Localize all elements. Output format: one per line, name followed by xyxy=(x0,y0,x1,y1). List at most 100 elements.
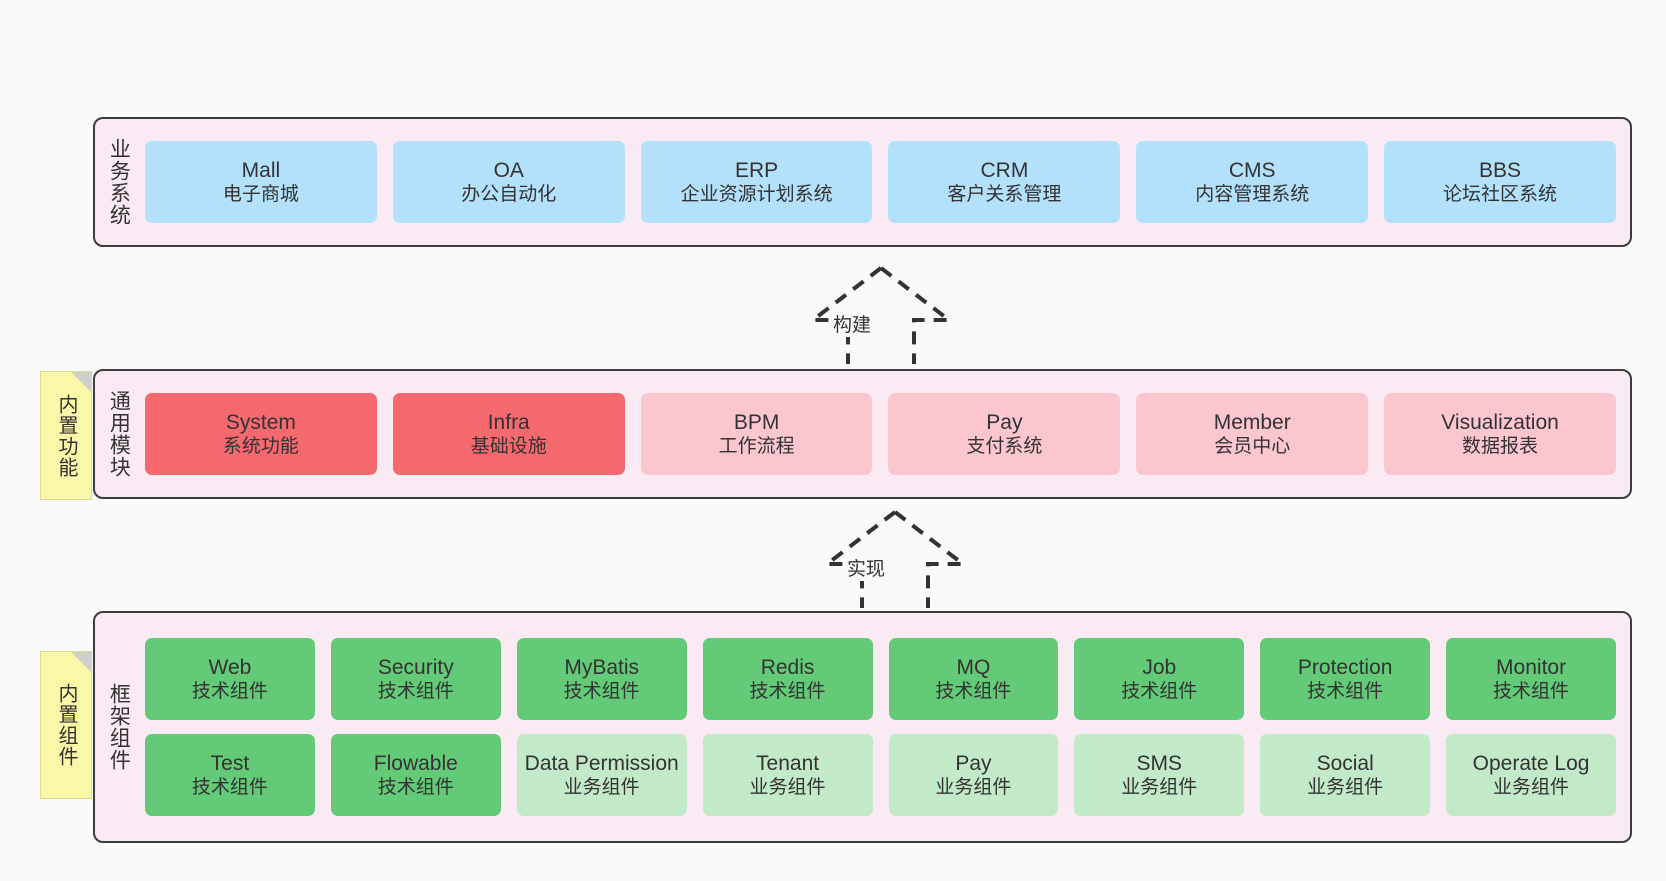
node-subtitle: 基础设施 xyxy=(470,436,547,458)
connector-build-label: 构建 xyxy=(830,310,875,337)
node-title: OA xyxy=(493,158,524,182)
node-subtitle: 业务组件 xyxy=(935,777,1012,799)
node-subtitle: 业务组件 xyxy=(749,777,826,799)
sticky-note-builtin-function-label: 内置功能 xyxy=(55,393,77,478)
node-subtitle: 技术组件 xyxy=(377,681,454,703)
node-title: MyBatis xyxy=(564,655,640,679)
node-subtitle: 技术组件 xyxy=(191,777,268,799)
node-subtitle: 技术组件 xyxy=(749,681,826,703)
layer-module-title: 通用模块 xyxy=(107,390,131,478)
node-title: Member xyxy=(1213,410,1291,434)
node-subtitle: 业务组件 xyxy=(1121,777,1198,799)
node-subtitle: 技术组件 xyxy=(563,681,640,703)
node-title: Infra xyxy=(487,410,530,434)
layer-framework-title: 框架组件 xyxy=(107,683,131,771)
node-title: Pay xyxy=(986,410,1023,434)
sticky-note-builtin-function: 内置功能 xyxy=(40,371,92,500)
node-title: SMS xyxy=(1136,751,1183,775)
node-title: Protection xyxy=(1297,655,1393,679)
node-subtitle: 支付系统 xyxy=(966,436,1043,458)
node-title: Flowable xyxy=(373,751,458,775)
node-title: Web xyxy=(208,655,252,679)
node-title: System xyxy=(225,410,296,434)
node-subtitle: 技术组件 xyxy=(935,681,1012,703)
node-subtitle: 办公自动化 xyxy=(461,184,557,206)
node-title: Monitor xyxy=(1496,655,1567,679)
node-title: BPM xyxy=(733,410,780,434)
node-title: Operate Log xyxy=(1472,751,1590,775)
connector-implement-label: 实现 xyxy=(844,554,889,581)
node-subtitle: 内容管理系统 xyxy=(1195,184,1310,206)
node-title: Mall xyxy=(241,158,281,182)
connector-implement-arrow xyxy=(821,510,969,608)
node-subtitle: 业务组件 xyxy=(1307,777,1384,799)
connector-build: 构建 xyxy=(806,264,956,364)
node-title: Redis xyxy=(760,655,815,679)
node-title: BBS xyxy=(1479,158,1522,182)
node-subtitle: 企业资源计划系统 xyxy=(680,184,833,206)
node-subtitle: 客户关系管理 xyxy=(947,184,1062,206)
connector-build-arrow xyxy=(807,266,955,364)
node-title: CRM xyxy=(980,158,1029,182)
node-title: Visualization xyxy=(1441,410,1559,434)
node-title: CMS xyxy=(1228,158,1276,182)
node-subtitle: 业务组件 xyxy=(1493,777,1570,799)
node-title: Social xyxy=(1316,751,1374,775)
node-subtitle: 会员中心 xyxy=(1214,436,1291,458)
node-title: Data Permission xyxy=(524,751,679,775)
node-title: MQ xyxy=(956,655,991,679)
node-subtitle: 论坛社区系统 xyxy=(1443,184,1558,206)
node-subtitle: 业务组件 xyxy=(563,777,640,799)
node-title: Job xyxy=(1142,655,1177,679)
connector-implement: 实现 xyxy=(820,508,970,608)
node-subtitle: 技术组件 xyxy=(1121,681,1198,703)
node-subtitle: 技术组件 xyxy=(1493,681,1570,703)
sticky-note-builtin-component: 内置组件 xyxy=(40,651,92,799)
node-title: Pay xyxy=(955,751,992,775)
node-subtitle: 数据报表 xyxy=(1462,436,1539,458)
node-subtitle: 技术组件 xyxy=(377,777,454,799)
node-title: Security xyxy=(377,655,454,679)
layer-business-title: 业务系统 xyxy=(107,138,131,226)
node-title: ERP xyxy=(734,158,779,182)
node-subtitle: 工作流程 xyxy=(718,436,795,458)
